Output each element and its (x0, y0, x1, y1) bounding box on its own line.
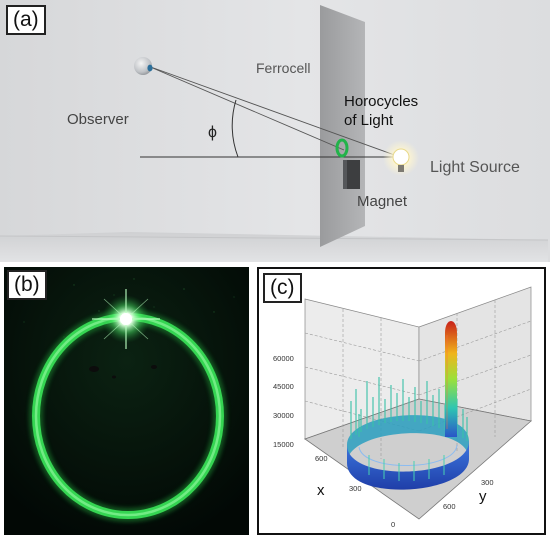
light-ray-upper (147, 65, 401, 158)
light-flare (92, 289, 160, 349)
ferrocell-setup-illustration: Ferrocell Observer Horocycles of Light ϕ… (0, 0, 550, 262)
y-tick-300: 300 (481, 478, 494, 487)
x-tick-300: 300 (349, 484, 362, 493)
phi-angle-label: ϕ (208, 124, 217, 141)
panel-a-ferrocell-setup: Ferrocell Observer Horocycles of Light ϕ… (0, 0, 550, 262)
horocycles-label-line1: Horocycles (344, 93, 418, 110)
observer-eye-icon (134, 57, 152, 75)
intensity-peak (445, 321, 457, 437)
panel-b-tag: (b) (7, 270, 47, 300)
z-tick-30000: 30000 (273, 411, 294, 420)
light-source-label: Light Source (430, 159, 520, 176)
ring-surface-front (347, 441, 469, 490)
panel-c-tag: (c) (263, 273, 302, 303)
horocycle-ring (335, 138, 349, 158)
z-tick-60000: 60000 (273, 354, 294, 363)
magnet-block (343, 160, 360, 189)
green-ring-photo (4, 267, 249, 535)
panel-c-intensity-surface-plot: 60000 45000 30000 15000 600 300 0 300 60… (257, 267, 546, 535)
horocycles-label-line2: of Light (344, 112, 394, 129)
ferrocell-label: Ferrocell (256, 60, 310, 76)
magnet-label: Magnet (357, 193, 408, 210)
phi-angle-arc (231, 99, 239, 158)
y-tick-600: 600 (443, 502, 456, 511)
panel-a-tag: (a) (6, 5, 46, 35)
z-tick-45000: 45000 (273, 382, 294, 391)
z-tick-15000: 15000 (273, 440, 294, 449)
x-axis-label: x (317, 482, 325, 499)
observer-label: Observer (67, 111, 129, 128)
y-axis-label: y (479, 488, 487, 505)
surface-plot-3d: 60000 45000 30000 15000 600 300 0 300 60… (273, 286, 533, 529)
room-wall (0, 0, 550, 262)
x-tick-600: 600 (315, 454, 328, 463)
panel-b-ring-photo: (b) (4, 267, 249, 535)
light-ray-lower (147, 65, 345, 151)
x-tick-0: 0 (391, 520, 395, 529)
